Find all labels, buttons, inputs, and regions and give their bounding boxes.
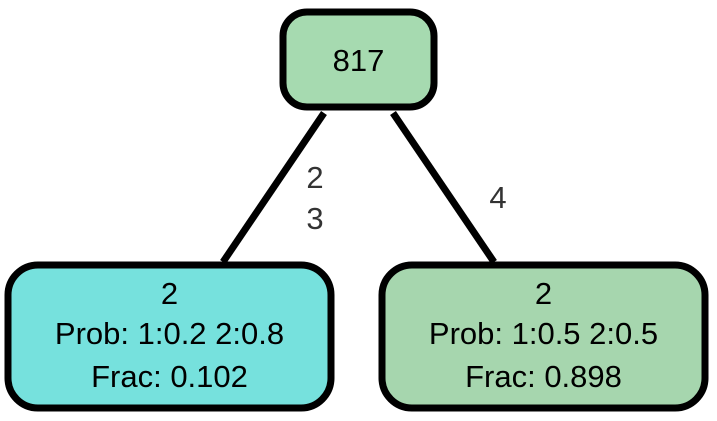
edge-left [220,111,327,264]
root-node-box [279,8,438,111]
leaf-node-left-box [4,261,335,412]
edge-right-label: 4 [489,180,506,215]
leaf-node-left: 2 Prob: 1:0.2 2:0.8 Frac: 0.102 [4,261,335,412]
leaf-node-right-prob: Prob: 1:0.5 2:0.5 [429,316,658,351]
root-node: 817 [279,8,438,111]
leaf-node-right-frac: Frac: 0.898 [465,359,622,394]
edge-right [390,111,497,264]
leaf-node-right-box [378,261,709,412]
leaf-node-left-prob: Prob: 1:0.2 2:0.8 [55,316,284,351]
root-node-label: 817 [333,43,385,78]
edge-left-label-1: 2 [306,160,323,195]
leaf-node-right-label: 2 [535,276,552,311]
leaf-node-left-frac: Frac: 0.102 [91,359,248,394]
leaf-node-right: 2 Prob: 1:0.5 2:0.5 Frac: 0.898 [378,261,709,412]
leaf-node-left-label: 2 [161,276,178,311]
edge-left-label-2: 3 [306,201,323,236]
